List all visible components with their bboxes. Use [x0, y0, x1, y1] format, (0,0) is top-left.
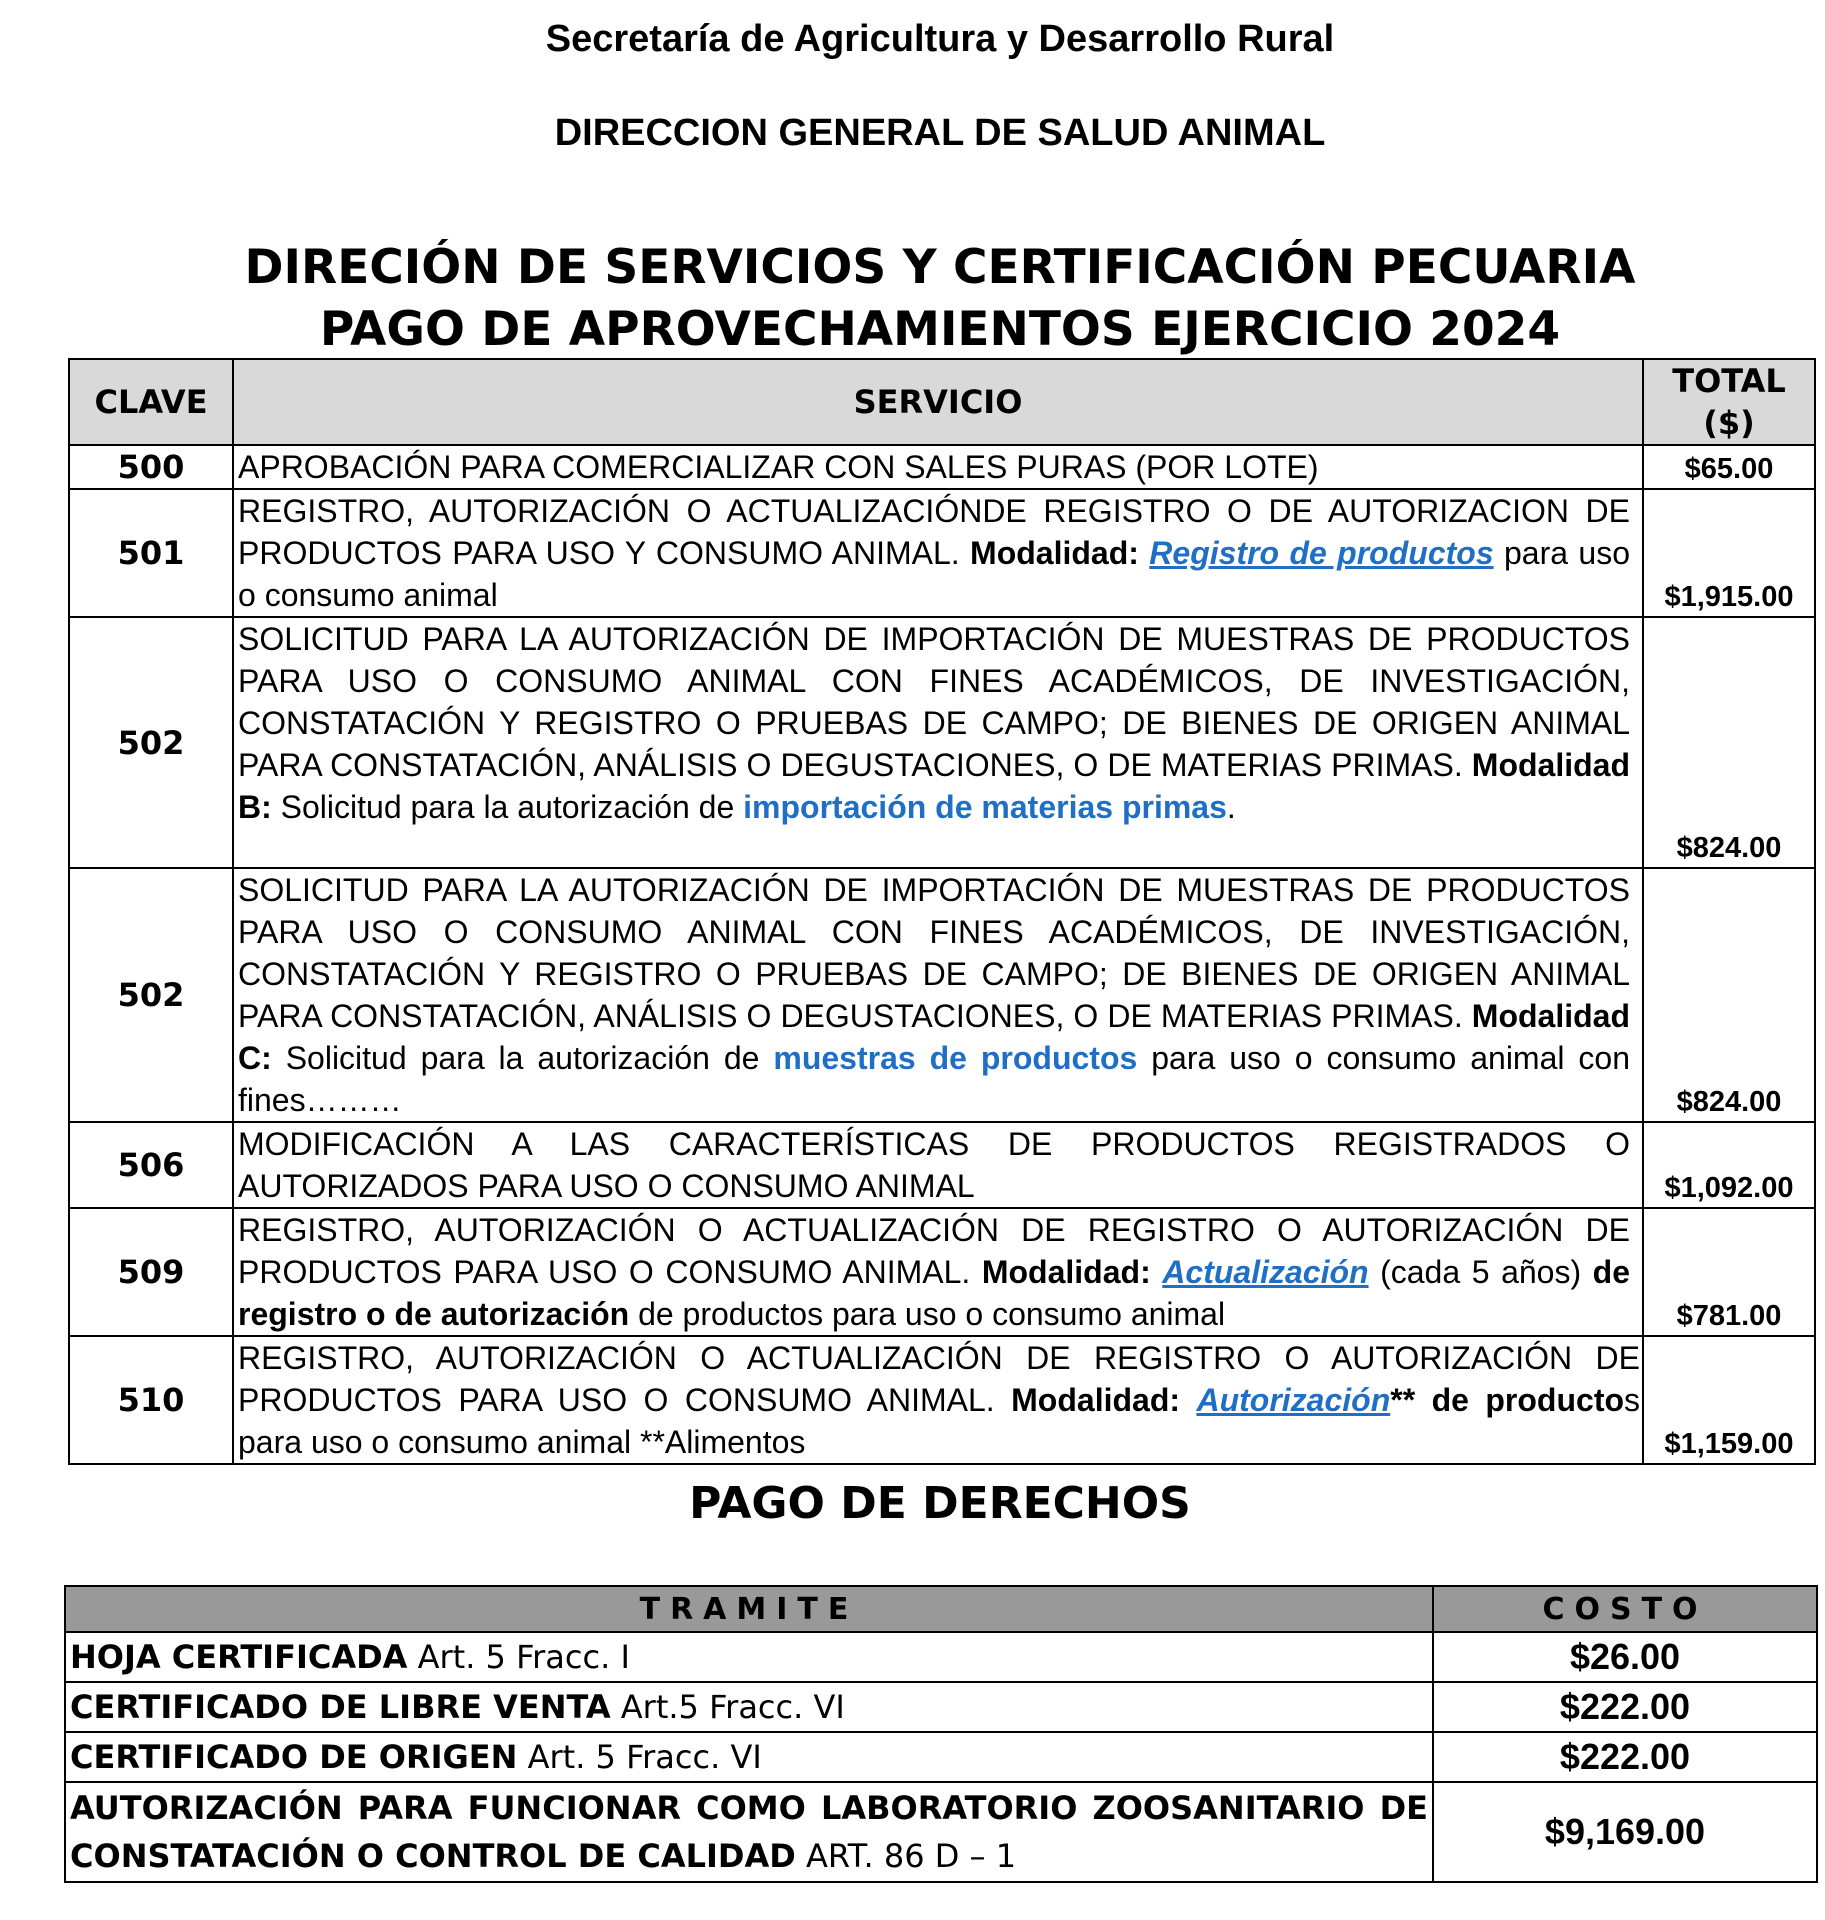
servicio-text: .	[1226, 789, 1236, 825]
col-header-clave: CLAVE	[68, 358, 234, 446]
tramite-name: AUTORIZACIÓN PARA FUNCIONAR COMO LABORAT…	[70, 1789, 1428, 1875]
modalidad-link[interactable]: Actualización	[1162, 1254, 1369, 1290]
col-header-tramite: TRAMITE	[64, 1585, 1434, 1633]
servicio-cell: SOLICITUD PARA LA AUTORIZACIÓN DE IMPORT…	[232, 867, 1644, 1123]
tramite-article: Art. 5 Fracc. VI	[517, 1738, 762, 1776]
costo-cell: $26.00	[1432, 1631, 1818, 1683]
servicio-text: Solicitud para la autorización de	[271, 1040, 774, 1076]
servicio-cell: SOLICITUD PARA LA AUTORIZACIÓN DE IMPORT…	[232, 616, 1644, 869]
bold-text: de registro o de autorización	[238, 1254, 1631, 1332]
document-title-line1: DIRECIÓN DE SERVICIOS Y CERTIFICACIÓN PE…	[244, 240, 1636, 295]
servicio-cell: REGISTRO, AUTORIZACIÓN O ACTUALIZACIÓNDE…	[232, 488, 1644, 618]
modalidad-label: Modalidad:	[1011, 1382, 1181, 1418]
tramite-article: Art.5 Fracc. VI	[610, 1688, 845, 1726]
servicio-text: REGISTRO, AUTORIZACIÓN O ACTUALIZACIÓN D…	[238, 1212, 1630, 1290]
servicio-cell: REGISTRO, AUTORIZACIÓN O ACTUALIZACIÓN D…	[232, 1335, 1644, 1465]
clave-cell: 500	[68, 444, 234, 490]
table-row: 506 MODIFICACIÓN A LAS CARACTERÍSTICAS D…	[68, 1121, 1816, 1209]
servicio-text: SOLICITUD PARA LA AUTORIZACIÓN DE IMPORT…	[238, 621, 1630, 783]
aprovechamientos-header-row: CLAVE SERVICIO TOTAL ($)	[68, 358, 1816, 446]
secretaria-heading: Secretaría de Agricultura y Desarrollo R…	[545, 18, 1335, 60]
table-row: HOJA CERTIFICADA Art. 5 Fracc. I $26.00	[64, 1631, 1818, 1683]
table-row: CERTIFICADO DE ORIGEN Art. 5 Fracc. VI $…	[64, 1731, 1818, 1783]
tramite-name: CERTIFICADO DE LIBRE VENTA	[70, 1688, 611, 1726]
derechos-heading: PAGO DE DERECHOS	[689, 1478, 1191, 1529]
servicio-text: para uso o consumo animal	[238, 535, 1630, 613]
modalidad-label: Modalidad C:	[238, 998, 1630, 1076]
derechos-table: TRAMITE COSTO HOJA CERTIFICADA Art. 5 Fr…	[64, 1585, 1818, 1883]
table-row: 502 SOLICITUD PARA LA AUTORIZACIÓN DE IM…	[68, 616, 1816, 869]
table-row: 502 SOLICITUD PARA LA AUTORIZACIÓN DE IM…	[68, 867, 1816, 1123]
clave-cell: 502	[68, 867, 234, 1123]
costo-cell: $222.00	[1432, 1681, 1818, 1733]
tramite-cell: HOJA CERTIFICADA Art. 5 Fracc. I	[64, 1631, 1434, 1683]
tramite-cell: AUTORIZACIÓN PARA FUNCIONAR COMO LABORAT…	[64, 1781, 1434, 1883]
total-cell: $65.00	[1642, 444, 1816, 490]
col-header-servicio: SERVICIO	[232, 358, 1644, 446]
servicio-text: para uso o consumo animal con fines………	[238, 1040, 1631, 1118]
table-row: CERTIFICADO DE LIBRE VENTA Art.5 Fracc. …	[64, 1681, 1818, 1733]
servicio-cell: MODIFICACIÓN A LAS CARACTERÍSTICAS DE PR…	[232, 1121, 1644, 1209]
servicio-text: de productos para uso o consumo animal	[629, 1296, 1226, 1332]
servicio-cell: APROBACIÓN PARA COMERCIALIZAR CON SALES …	[232, 444, 1644, 490]
costo-cell: $9,169.00	[1432, 1781, 1818, 1883]
servicio-text: s para uso o consumo animal **Alimentos	[238, 1382, 1641, 1460]
modalidad-label: Modalidad:	[981, 1254, 1151, 1290]
modalidad-label: Modalidad B:	[238, 747, 1630, 825]
clave-cell: 501	[68, 488, 234, 618]
direccion-general-heading: DIRECCION GENERAL DE SALUD ANIMAL	[554, 112, 1326, 154]
servicio-cell: REGISTRO, AUTORIZACIÓN O ACTUALIZACIÓN D…	[232, 1207, 1644, 1337]
clave-cell: 506	[68, 1121, 234, 1209]
bold-text: ** de producto	[1390, 1382, 1625, 1418]
table-row: AUTORIZACIÓN PARA FUNCIONAR COMO LABORAT…	[64, 1781, 1818, 1883]
table-row: 510 REGISTRO, AUTORIZACIÓN O ACTUALIZACI…	[68, 1335, 1816, 1465]
servicio-text: REGISTRO, AUTORIZACIÓN O ACTUALIZACIÓNDE…	[238, 493, 1630, 571]
document-title-line2: PAGO DE APROVECHAMIENTOS EJERCICIO 2024	[319, 302, 1561, 357]
servicio-text: SOLICITUD PARA LA AUTORIZACIÓN DE IMPORT…	[238, 872, 1630, 1034]
modalidad-link[interactable]: Registro de productos	[1149, 535, 1494, 571]
clave-cell: 502	[68, 616, 234, 869]
aprovechamientos-table: CLAVE SERVICIO TOTAL ($) 500 APROBACIÓN …	[68, 358, 1816, 1465]
total-cell: $1,092.00	[1642, 1121, 1816, 1209]
derechos-header-row: TRAMITE COSTO	[64, 1585, 1818, 1633]
clave-cell: 510	[68, 1335, 234, 1465]
tramite-article: Art. 5 Fracc. I	[407, 1638, 630, 1676]
table-row: 501 REGISTRO, AUTORIZACIÓN O ACTUALIZACI…	[68, 488, 1816, 618]
servicio-text: (cada 5 años)	[1368, 1254, 1593, 1290]
total-cell: $824.00	[1642, 867, 1816, 1123]
modalidad-highlight: importación de materias primas	[743, 789, 1227, 825]
table-row: 500 APROBACIÓN PARA COMERCIALIZAR CON SA…	[68, 444, 1816, 490]
tramite-name: CERTIFICADO DE ORIGEN	[70, 1738, 518, 1776]
servicio-text: Solicitud para la autorización de	[271, 789, 744, 825]
clave-cell: 509	[68, 1207, 234, 1337]
modalidad-label: Modalidad:	[970, 535, 1139, 571]
total-cell: $824.00	[1642, 616, 1816, 869]
tramite-name: HOJA CERTIFICADA	[70, 1638, 408, 1676]
modalidad-highlight: muestras de productos	[773, 1040, 1138, 1076]
tramite-cell: CERTIFICADO DE ORIGEN Art. 5 Fracc. VI	[64, 1731, 1434, 1783]
table-row: 509 REGISTRO, AUTORIZACIÓN O ACTUALIZACI…	[68, 1207, 1816, 1337]
col-header-costo: COSTO	[1432, 1585, 1818, 1633]
total-cell: $1,159.00	[1642, 1335, 1816, 1465]
tramite-article: ART. 86 D – 1	[795, 1837, 1017, 1875]
costo-cell: $222.00	[1432, 1731, 1818, 1783]
modalidad-link[interactable]: Autorización	[1196, 1382, 1391, 1418]
col-header-total: TOTAL ($)	[1642, 358, 1816, 446]
tramite-cell: CERTIFICADO DE LIBRE VENTA Art.5 Fracc. …	[64, 1681, 1434, 1733]
servicio-text: REGISTRO, AUTORIZACIÓN O ACTUALIZACIÓN D…	[238, 1340, 1640, 1418]
total-cell: $781.00	[1642, 1207, 1816, 1337]
total-cell: $1,915.00	[1642, 488, 1816, 618]
